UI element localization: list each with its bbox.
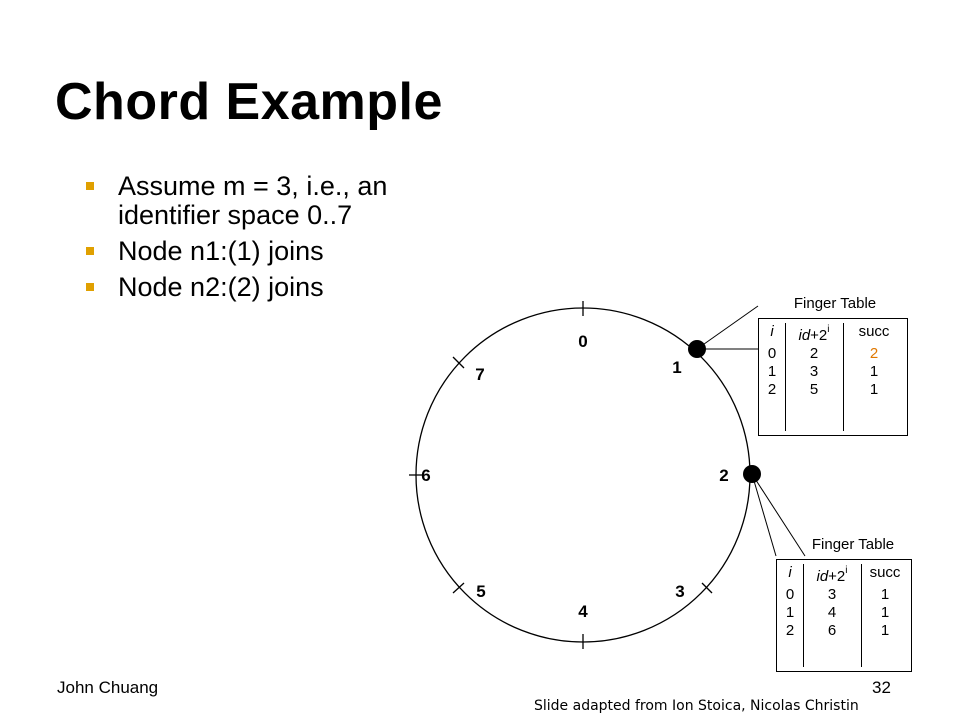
header-id-plus: id+2i xyxy=(803,564,861,585)
identifier-ring xyxy=(415,307,751,643)
finger-table-n2-caption: Finger Table xyxy=(811,536,895,553)
cell-id: 3 xyxy=(809,363,819,380)
finger-table-divider xyxy=(861,564,862,667)
ring-ticks xyxy=(409,301,713,649)
finger-table-header: i id+2i succ xyxy=(759,323,907,344)
header-plus-text: +2 xyxy=(828,568,846,585)
header-superscript: i xyxy=(845,565,848,576)
square-bullet-icon xyxy=(86,182,94,190)
finger-table-divider xyxy=(785,323,786,431)
ring-label-1: 1 xyxy=(672,358,681,377)
cell-i: 0 xyxy=(785,586,795,603)
finger-table-row: 0 2 2 xyxy=(759,345,907,363)
callout-lines xyxy=(696,305,806,557)
cell-i: 1 xyxy=(785,604,795,621)
finger-table-header: i id+2i succ xyxy=(777,564,911,585)
header-succ: succ xyxy=(858,323,890,340)
ring-label-6: 6 xyxy=(421,466,430,485)
ring-label-7: 7 xyxy=(475,365,484,384)
slide-title: Chord Example xyxy=(55,73,443,131)
header-id-text: id xyxy=(798,327,811,344)
bullet-item: Node n2:(2) joins xyxy=(84,273,404,302)
finger-table-n2: i id+2i succ 0 3 1 1 4 1 2 6 1 xyxy=(776,559,912,672)
ring-label-2: 2 xyxy=(719,466,728,485)
cell-i: 2 xyxy=(767,381,777,398)
header-superscript: i xyxy=(827,324,830,335)
finger-table-row: 1 3 1 xyxy=(759,363,907,381)
ring-label-0: 0 xyxy=(578,332,587,351)
ring-label-5: 5 xyxy=(476,582,485,601)
callout-node2-lower xyxy=(751,473,806,557)
header-id-text: id xyxy=(816,568,829,585)
bullet-list: Assume m = 3, i.e., an identifier space … xyxy=(84,172,404,309)
finger-table-divider xyxy=(803,564,804,667)
finger-table-n1-caption: Finger Table xyxy=(793,295,877,312)
finger-table-row: 2 5 1 xyxy=(759,381,907,399)
header-i: i xyxy=(788,564,792,581)
cell-id: 6 xyxy=(827,622,837,639)
finger-table-n1: i id+2i succ 0 2 2 1 3 1 2 5 1 xyxy=(758,318,908,436)
square-bullet-icon xyxy=(86,283,94,291)
cell-succ: 1 xyxy=(869,381,879,398)
cell-succ: 1 xyxy=(880,622,890,639)
finger-table-divider xyxy=(843,323,844,431)
header-i: i xyxy=(770,323,774,340)
bullet-text: Assume m = 3, i.e., an identifier space … xyxy=(118,171,388,230)
ring-label-4: 4 xyxy=(578,602,588,621)
callout-node2-upper xyxy=(751,473,777,557)
cell-id: 2 xyxy=(809,345,819,362)
header-id-plus: id+2i xyxy=(785,323,843,344)
cell-id: 4 xyxy=(827,604,837,621)
footer-page-number: 32 xyxy=(872,678,891,697)
ring-label-3: 3 xyxy=(675,582,684,601)
bullet-text: Node n2:(2) joins xyxy=(118,272,324,302)
finger-table-row: 1 4 1 xyxy=(777,604,911,622)
cell-i: 2 xyxy=(785,622,795,639)
bullet-text: Node n1:(1) joins xyxy=(118,236,324,266)
finger-table-row: 0 3 1 xyxy=(777,586,911,604)
header-succ: succ xyxy=(869,564,901,581)
cell-succ: 1 xyxy=(880,586,890,603)
cell-id: 3 xyxy=(827,586,837,603)
node-n2-dot xyxy=(743,465,761,483)
cell-id: 5 xyxy=(809,381,819,398)
square-bullet-icon xyxy=(86,247,94,255)
header-plus-text: +2 xyxy=(810,327,828,344)
cell-succ: 1 xyxy=(880,604,890,621)
finger-table-body: 0 3 1 1 4 1 2 6 1 xyxy=(777,586,911,640)
finger-table-row: 2 6 1 xyxy=(777,622,911,640)
cell-i: 1 xyxy=(767,363,777,380)
callout-node1-upper xyxy=(696,305,759,350)
footer-credit: Slide adapted from Ion Stoica, Nicolas C… xyxy=(534,698,859,714)
finger-table-body: 0 2 2 1 3 1 2 5 1 xyxy=(759,345,907,399)
cell-succ-highlight: 2 xyxy=(869,345,879,362)
bullet-item: Node n1:(1) joins xyxy=(84,237,404,266)
node-n1-dot xyxy=(688,340,706,358)
tick-3 xyxy=(701,582,713,594)
cell-i: 0 xyxy=(767,345,777,362)
cell-succ: 1 xyxy=(869,363,879,380)
footer-author: John Chuang xyxy=(57,678,159,697)
bullet-item: Assume m = 3, i.e., an identifier space … xyxy=(84,172,404,230)
tick-5 xyxy=(452,582,465,594)
tick-7 xyxy=(452,356,465,369)
